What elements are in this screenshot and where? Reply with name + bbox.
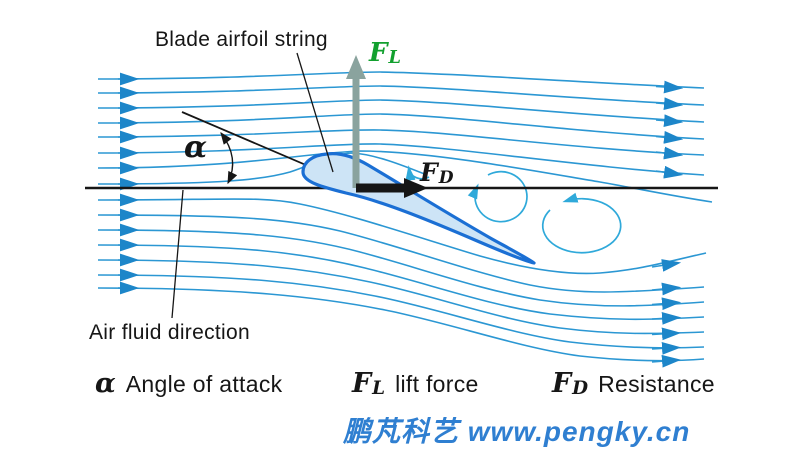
lift-force-label: FL [369, 38, 401, 68]
legend-lift-symbol: FL [352, 368, 386, 399]
drag-force-arrow [356, 178, 428, 198]
wake-vortices [405, 165, 622, 254]
angle-alpha-symbol: α [184, 130, 208, 165]
blade-string-leader-line [296, 52, 334, 173]
vortex-small [467, 170, 528, 223]
airfoil [301, 152, 536, 265]
legend-lift-force: FL lift force [352, 368, 479, 399]
lift-force-arrow [346, 55, 366, 188]
air-fluid-direction-label: Air fluid direction [89, 321, 250, 344]
legend-resistance: FD Resistance [552, 368, 715, 399]
angle-of-attack-arc [220, 132, 238, 185]
vortex-large [541, 192, 622, 254]
legend-lift-text: lift force [395, 371, 479, 397]
blade-airfoil-string-label: Blade airfoil string [155, 28, 328, 51]
lift-force-subscript: L [388, 46, 401, 68]
legend-angle-of-attack: α Angle of attack [95, 368, 282, 399]
flow-arrows-right [651, 80, 684, 368]
lift-force-symbol: F [369, 38, 388, 68]
legend-alpha-symbol: α [95, 368, 116, 399]
legend-angle-text: Angle of attack [125, 371, 283, 397]
legend-drag-text: Resistance [598, 371, 715, 397]
flow-arrows-left [118, 72, 140, 295]
separation-curl-arrow [405, 165, 430, 182]
legend-drag-symbol: FD [552, 368, 589, 399]
drag-force-subscript: D [438, 167, 454, 188]
drag-force-label: FD [420, 158, 454, 188]
air-fluid-leader-line [171, 189, 184, 319]
drag-force-symbol: F [420, 158, 438, 187]
watermark: 鹏芃科艺 www.pengky.cn [343, 416, 691, 447]
